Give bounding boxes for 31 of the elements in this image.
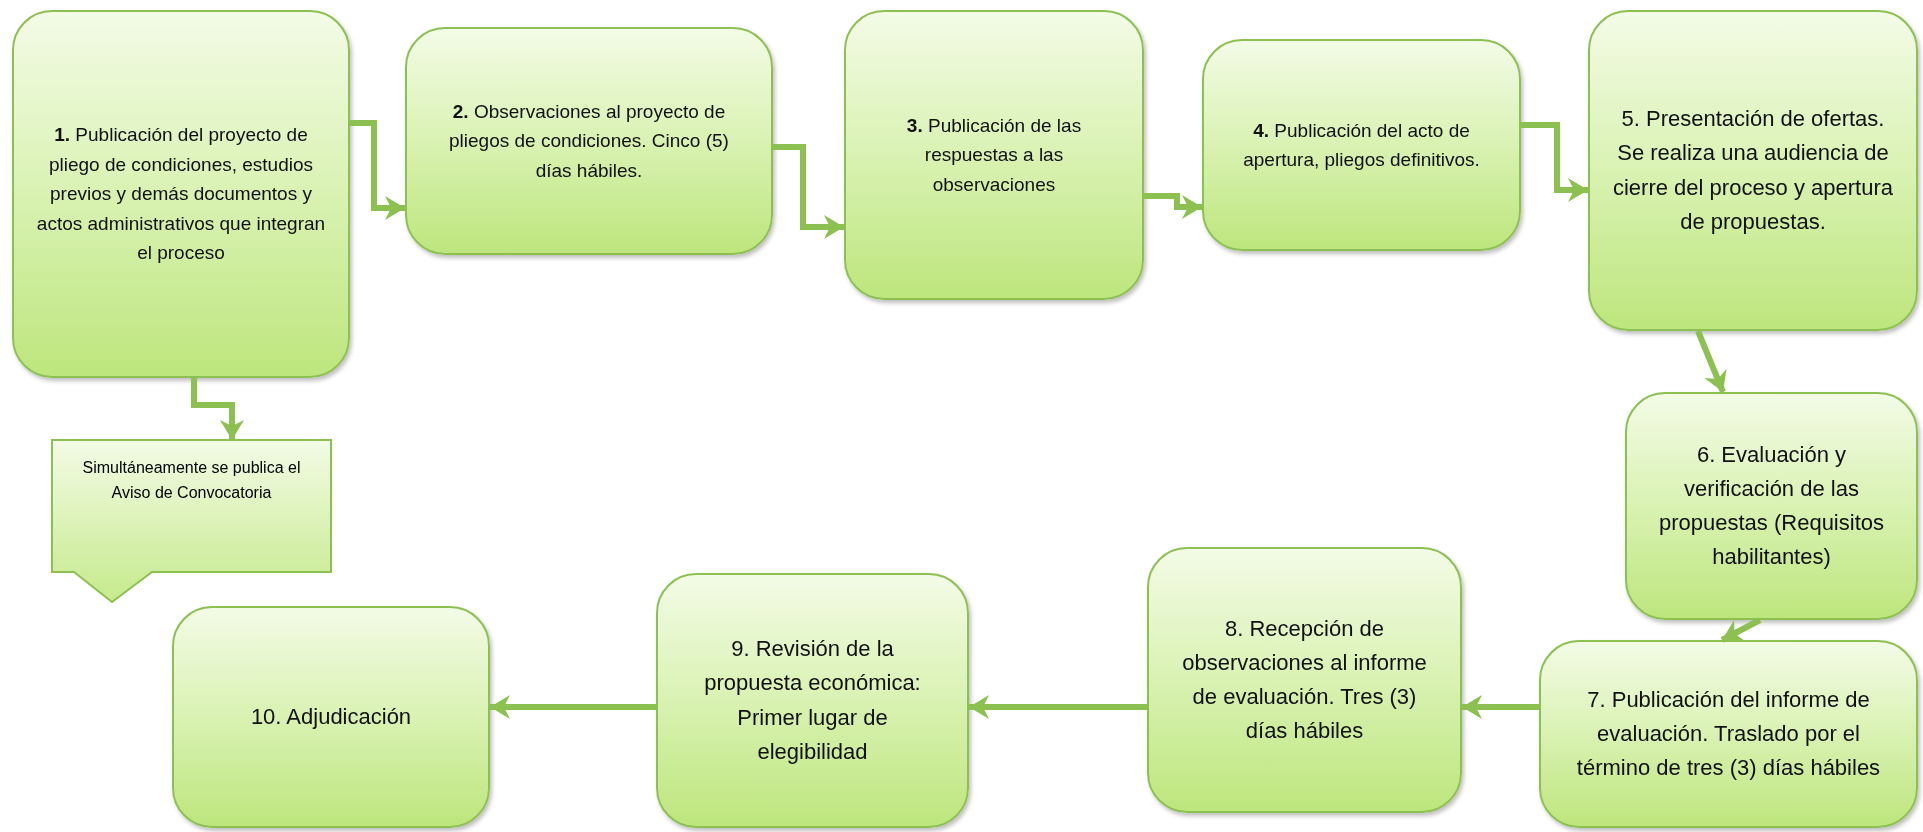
arrow: [773, 144, 844, 239]
process-box: [1588, 10, 1918, 331]
arrow: [350, 120, 405, 220]
step-text: 7. Publicación del informe de evaluación. Traslado por el término de tres (3) días hábiles: [1575, 685, 1882, 783]
arrow: [490, 695, 656, 719]
step-text: Simultáneamente se publica el Aviso de Convocatoria: [81, 458, 302, 503]
arrow: [1144, 193, 1202, 219]
process-box: [844, 10, 1144, 300]
process-box: [12, 10, 350, 378]
arrow: [1720, 617, 1762, 643]
step-text: 8. Recepción de observaciones al informe de evaluación. Tres (3) días hábiles: [1181, 614, 1428, 746]
process-box: [656, 573, 969, 828]
process-box: [405, 27, 773, 255]
arrow: [1695, 329, 1727, 394]
step-text: 3. Publicación de las respuestas a las observaciones: [905, 113, 1083, 197]
process-box: [1625, 392, 1918, 620]
arrow: [969, 695, 1147, 719]
step-text: 2. Observaciones al proyecto de pliegos de condiciones. Cinco (5) días hábiles.: [448, 99, 730, 183]
step-text: 10. Adjudicación: [250, 702, 412, 731]
step-text: 6. Evaluación y verificación de las propuestas (Requisitos habilitantes): [1658, 440, 1885, 572]
process-box: [172, 606, 490, 828]
step-text: 5. Presentación de ofertas. Se realiza una audiencia de cierre del proceso y apertura de propuestas.: [1612, 105, 1894, 236]
arrow: [1521, 122, 1588, 202]
arrow: [191, 378, 244, 440]
process-box: [1147, 547, 1462, 813]
step-text: 1. Publicación del proyecto de pliego de condiciones, estudios previos y demás documentos y actos administrativos que integran el proceso: [36, 123, 326, 266]
arrow: [1462, 695, 1539, 719]
process-box: [1539, 640, 1918, 828]
process-box: [1202, 39, 1521, 251]
step-text: 4. Publicación del acto de apertura, pliegos definitivos.: [1242, 118, 1481, 172]
step-text: 9. Revisión de la propuesta económica: Primer lugar de elegibilidad: [703, 635, 922, 766]
